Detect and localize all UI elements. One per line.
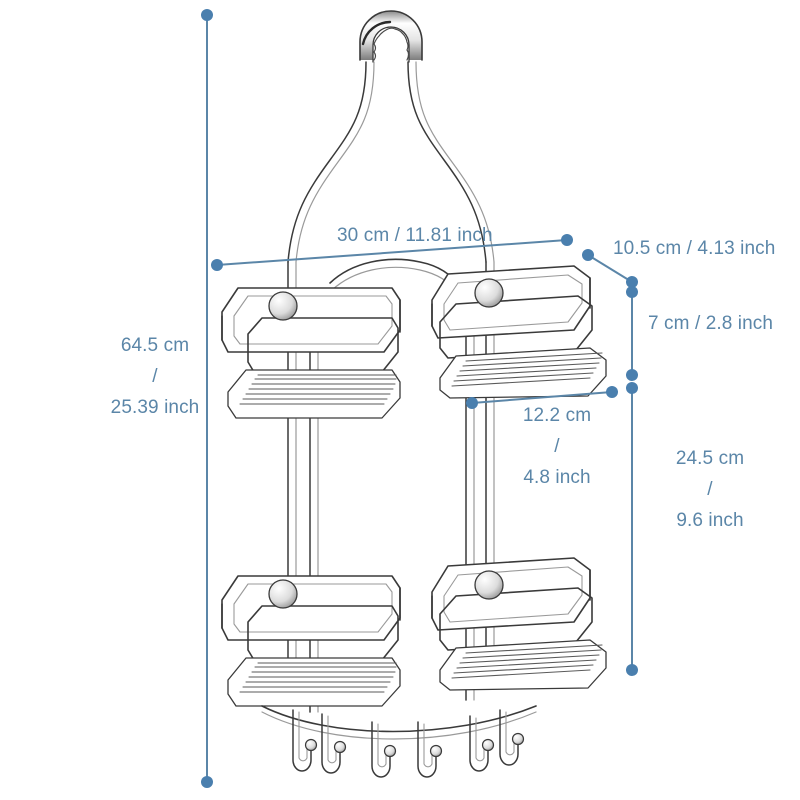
shelf-width-separator: / (554, 436, 560, 457)
dimension-lines (201, 9, 638, 788)
upper-basket-right (431, 265, 607, 399)
bottom-hook-6 (499, 709, 525, 766)
bottom-hook-1 (292, 709, 318, 772)
lower-right-shelf-slats (439, 639, 607, 691)
tier-spacing-inch: 9.6 inch (676, 510, 744, 531)
shelf-width-cm: 12.2 cm (522, 405, 592, 426)
dimension-label-basket-gap: 7 cm / 2.8 inch (648, 313, 774, 334)
bottom-hook-3 (371, 721, 397, 778)
dimension-line-depth (582, 249, 638, 288)
bottom-hook-4 (417, 721, 443, 778)
lower-basket-left (221, 575, 401, 707)
top-hook-icon (359, 10, 423, 63)
dimension-line-overall-width (211, 234, 573, 271)
tier-spacing-cm: 24.5 cm (675, 448, 745, 469)
dimension-label-depth: 10.5 cm / 4.13 inch (613, 238, 776, 259)
dimension-line-tier-spacing (626, 382, 638, 676)
dimension-line-overall-height (201, 9, 213, 788)
lower-basket-right (431, 557, 607, 691)
bottom-hooks (292, 709, 525, 778)
upper-left-shelf-slats (227, 369, 401, 419)
dimension-label-overall-height: 64.5 cm / 25.39 inch (85, 330, 225, 423)
overall-height-cm: 64.5 cm (120, 335, 190, 356)
dimension-line-shelf-width (466, 386, 618, 409)
dimension-line-basket-gap (626, 286, 638, 381)
product-group (221, 10, 607, 778)
lower-left-shelf-slats (227, 657, 401, 707)
dimension-label-tier-spacing: 24.5 cm / 9.6 inch (645, 443, 775, 536)
overall-height-inch: 25.39 inch (110, 397, 200, 418)
bottom-hook-5 (469, 715, 495, 772)
bottom-hook-2 (321, 713, 347, 774)
tier-spacing-separator: / (707, 479, 713, 500)
upper-basket-left (221, 287, 401, 419)
upper-right-shelf-slats (439, 347, 607, 399)
overall-height-separator: / (152, 366, 158, 387)
bottom-hook-bar (261, 705, 537, 740)
dimension-label-shelf-width: 12.2 cm / 4.8 inch (497, 400, 617, 493)
shelf-width-inch: 4.8 inch (523, 467, 591, 488)
dimension-label-overall-width: 30 cm / 11.81 inch (337, 225, 493, 246)
hanger-arms (287, 61, 495, 263)
